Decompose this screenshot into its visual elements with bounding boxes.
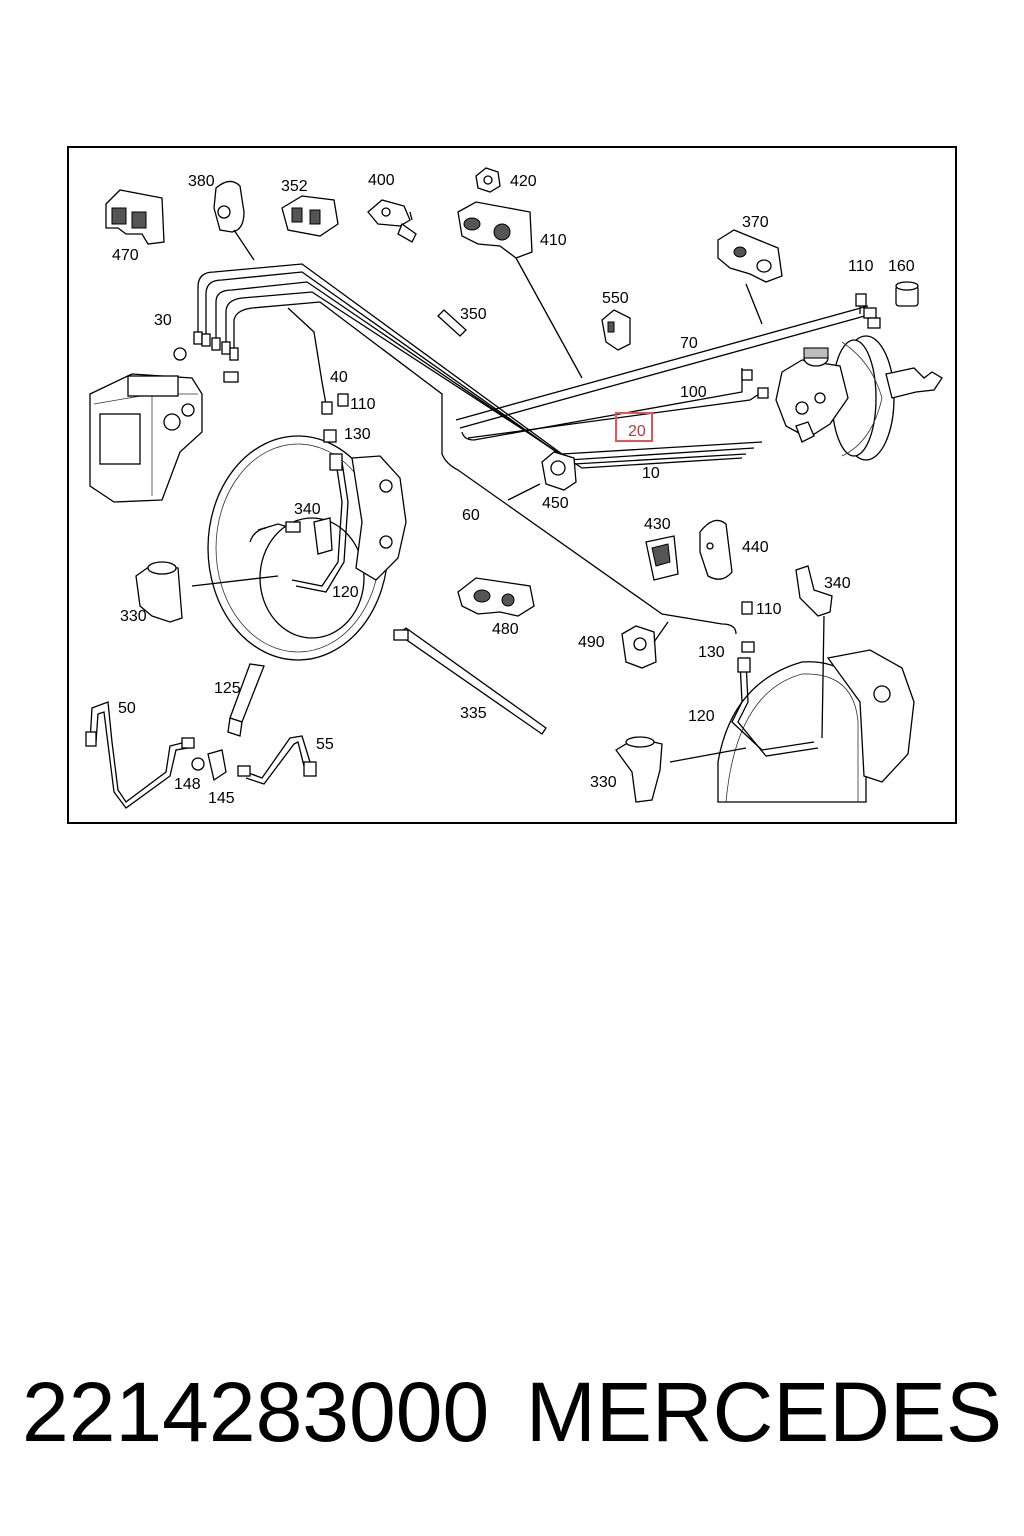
callout-110-right: 110	[756, 601, 782, 618]
sleeve-330-left	[135, 561, 183, 623]
callout-330-left: 330	[120, 608, 147, 625]
pad-430	[645, 535, 679, 581]
brake-line-100	[461, 368, 763, 441]
clip-550	[601, 309, 631, 351]
callout-352: 352	[281, 178, 308, 195]
bracket-380	[213, 180, 255, 261]
brake-line-diagram: 470 380 352 400 420 410 370 110 160 30 3…	[85, 167, 943, 809]
callout-410: 410	[540, 232, 567, 249]
part-number: 2214283000	[22, 1365, 490, 1459]
hose-125	[227, 663, 265, 737]
callout-70: 70	[680, 335, 698, 352]
callout-335: 335	[460, 705, 487, 722]
abs-hydraulic-unit	[89, 373, 203, 503]
callout-450: 450	[542, 495, 569, 512]
clip-480	[457, 577, 535, 617]
clip-352	[281, 195, 339, 237]
callout-490: 490	[578, 634, 605, 651]
callout-148: 148	[174, 776, 201, 793]
clip-470	[105, 189, 165, 245]
callout-110-top: 110	[848, 258, 874, 275]
callout-160: 160	[888, 258, 915, 275]
callout-480: 480	[492, 621, 519, 638]
line-fittings-left	[173, 331, 239, 383]
nut-420	[475, 167, 501, 193]
callout-50: 50	[118, 700, 136, 717]
master-cylinder	[775, 347, 849, 443]
pad-440	[699, 519, 733, 580]
callout-labels: 470 380 352 400 420 410 370 110 160 30 3…	[112, 172, 915, 807]
callout-100: 100	[680, 384, 707, 401]
sleeve-160	[895, 281, 919, 307]
brake-line-40	[287, 307, 327, 405]
parts-diagram-frame: 470 380 352 400 420 410 370 110 160 30 3…	[67, 146, 957, 824]
callout-20-highlighted: 20	[628, 423, 646, 440]
fitting-40	[321, 401, 333, 415]
callout-350: 350	[460, 306, 487, 323]
callout-330-right: 330	[590, 774, 617, 791]
callout-400: 400	[368, 172, 395, 189]
highlight-box-20	[615, 412, 653, 442]
fitting-110-right	[741, 307, 881, 399]
callout-370: 370	[742, 214, 769, 231]
fitting-110-mid	[337, 393, 349, 407]
clip-370	[717, 229, 783, 325]
callout-440: 440	[742, 539, 769, 556]
clip-490	[621, 621, 669, 669]
rear-brake-right	[669, 565, 915, 803]
callout-470: 470	[112, 247, 139, 264]
sleeve-330-right	[615, 736, 663, 803]
callout-10: 10	[642, 465, 660, 482]
callout-40: 40	[330, 369, 348, 386]
callout-30: 30	[154, 312, 172, 329]
callout-130-right: 130	[698, 644, 725, 661]
pin-350	[437, 309, 467, 337]
callout-120-right: 120	[688, 708, 715, 725]
cable-tie-335	[393, 627, 547, 735]
callout-110-mid: 110	[350, 396, 376, 413]
callout-380: 380	[188, 173, 215, 190]
callout-60: 60	[462, 507, 480, 524]
callout-145: 145	[208, 790, 235, 807]
fitting-110-top	[855, 293, 867, 314]
callout-55: 55	[316, 736, 334, 753]
callout-130-left: 130	[344, 426, 371, 443]
clip-410	[457, 201, 583, 379]
brand-name: MERCEDES	[525, 1365, 1002, 1459]
callout-125: 125	[214, 680, 241, 697]
callout-420: 420	[510, 173, 537, 190]
bracket-400	[367, 199, 417, 243]
brake-booster	[831, 335, 943, 461]
brake-line-70	[455, 305, 873, 429]
rear-lines	[85, 701, 317, 809]
brake-line-bundle	[197, 263, 763, 635]
front-brake-left	[191, 429, 407, 661]
callout-550: 550	[602, 290, 629, 307]
clip-450	[507, 451, 577, 501]
footer: 2214283000 MERCEDES	[0, 1362, 1024, 1472]
callout-120-left: 120	[332, 584, 359, 601]
callout-340-left: 340	[294, 501, 321, 518]
callout-430: 430	[644, 516, 671, 533]
callout-340-right: 340	[824, 575, 851, 592]
